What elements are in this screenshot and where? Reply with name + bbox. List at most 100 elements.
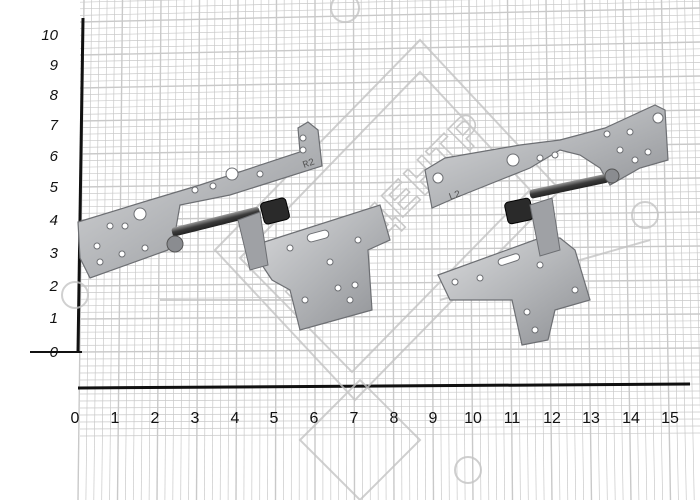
x-tick-label: 4 — [230, 410, 240, 427]
grid-line — [645, 0, 656, 500]
hole — [225, 167, 239, 181]
grid-line — [211, 0, 216, 500]
y-tick-label: 10 — [41, 27, 58, 44]
x-tick-label: 5 — [269, 410, 279, 427]
grid-line — [79, 286, 700, 293]
hinge-right-stamp: L2 — [448, 189, 463, 203]
y-tick-label: 4 — [49, 212, 58, 229]
grid-line — [79, 102, 700, 115]
x-tick-label: 8 — [389, 410, 399, 427]
grid-line — [79, 211, 700, 221]
grid-line — [79, 232, 700, 241]
grid-line — [79, 340, 700, 346]
y-tick-label: 3 — [49, 245, 58, 262]
grid-line — [79, 432, 700, 437]
grid-line — [79, 418, 700, 423]
hole — [644, 148, 652, 156]
hinge-left-cap — [166, 235, 184, 253]
grid-line — [79, 170, 700, 181]
grid-line — [79, 82, 700, 95]
grid-line — [79, 75, 700, 89]
grid-line — [79, 279, 700, 287]
grid-line — [79, 48, 700, 62]
hole — [118, 250, 126, 258]
grid-line — [79, 68, 700, 82]
grid-line — [484, 0, 490, 500]
x-tick-label: 9 — [428, 410, 438, 427]
grid-line — [79, 313, 700, 320]
grid-line — [79, 306, 700, 313]
hole — [603, 130, 611, 138]
grid-line — [79, 109, 700, 122]
grid-line — [79, 14, 700, 29]
y-tick-label: 2 — [49, 278, 58, 295]
grid-line — [445, 0, 450, 500]
x-tick-label: 13 — [582, 410, 600, 427]
hole — [106, 222, 114, 230]
x-tick-label: 10 — [464, 410, 482, 427]
grid-line — [79, 376, 700, 381]
hole — [286, 244, 294, 252]
grid-line — [79, 7, 700, 23]
hole — [141, 244, 149, 252]
hole — [346, 296, 354, 304]
grid-line — [79, 259, 700, 267]
grid-line — [453, 0, 458, 500]
grid-line — [219, 0, 223, 500]
hole — [93, 242, 101, 250]
x-tick-label: 3 — [190, 410, 200, 427]
hole — [256, 170, 264, 178]
grid-line — [79, 404, 700, 409]
x-tick-label: 15 — [661, 410, 679, 427]
grid-line — [79, 116, 700, 128]
hinge-right: L2 — [424, 104, 669, 346]
hinge-right-shaft — [529, 174, 609, 199]
hole — [326, 258, 334, 266]
hole — [616, 146, 624, 154]
y-tick-label: 1 — [49, 310, 58, 327]
hole — [299, 134, 307, 142]
grid-line — [180, 0, 185, 500]
hole — [299, 146, 307, 154]
hole — [536, 261, 544, 269]
x-axis-line — [77, 382, 691, 390]
y-tick-label: 6 — [49, 148, 58, 165]
y-tick-label: 7 — [49, 117, 58, 134]
y-axis-line — [76, 17, 85, 353]
grid-line — [691, 0, 700, 411]
hole — [334, 284, 342, 292]
hole — [209, 182, 217, 190]
hole — [96, 258, 104, 266]
grid-line — [79, 334, 700, 340]
grid-line — [79, 89, 700, 102]
grid-line — [79, 34, 700, 49]
x-tick-label: 11 — [503, 410, 521, 427]
hole — [571, 286, 579, 294]
hole — [191, 186, 199, 194]
y-tick-label: 8 — [49, 87, 58, 104]
grid-line — [79, 320, 700, 326]
grid-line — [599, 0, 608, 500]
y-tick-label: 5 — [49, 179, 58, 196]
x-tick-label: 7 — [349, 410, 359, 427]
grid-line — [491, 0, 498, 500]
grid-line — [79, 266, 700, 274]
grid-line — [79, 0, 700, 16]
hole — [354, 236, 362, 244]
grid-line — [79, 411, 700, 416]
hole — [536, 154, 544, 162]
hinge-left-plate — [254, 204, 391, 331]
grid-line — [79, 355, 700, 360]
grid-line — [414, 0, 419, 500]
grid-line — [622, 0, 632, 500]
grid-line — [79, 293, 700, 300]
grid-line — [79, 0, 474, 10]
hole — [121, 222, 129, 230]
hinge-right-spring — [504, 197, 534, 225]
grid-line — [460, 0, 466, 500]
slot — [497, 253, 520, 266]
x-tick-label: 1 — [110, 410, 120, 427]
slot — [306, 229, 330, 243]
hole — [432, 172, 444, 184]
